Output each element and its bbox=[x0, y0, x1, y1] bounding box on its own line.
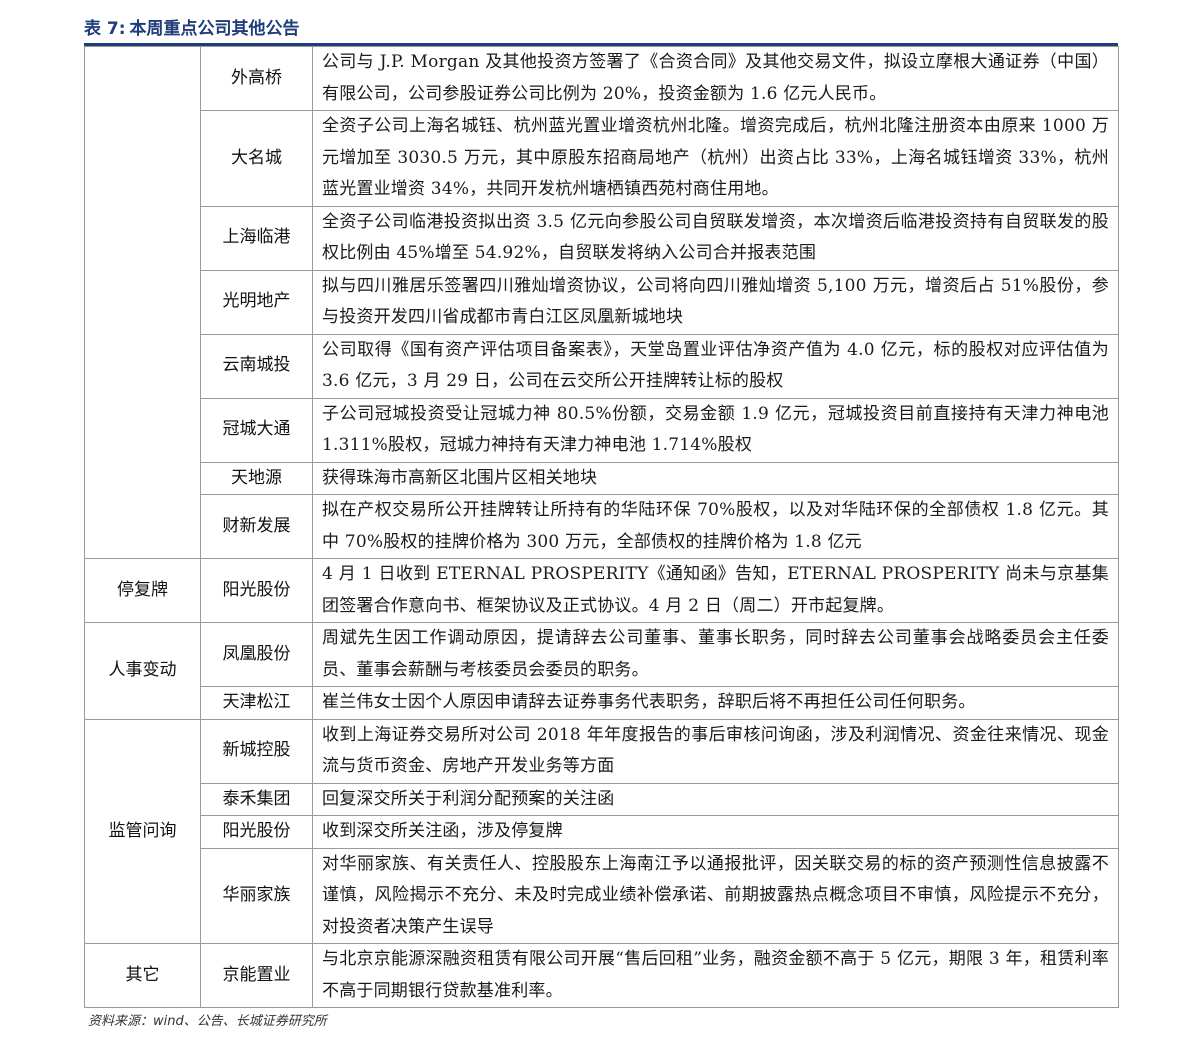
table-title-text: 本周重点公司其他公告 bbox=[129, 19, 300, 39]
description-cell: 崔兰伟女士因个人原因申请辞去证券事务代表职务，辞职后将不再担任公司任何职务。 bbox=[312, 686, 1119, 720]
category-cell: 人事变动 bbox=[84, 622, 201, 720]
category-cell bbox=[84, 46, 201, 559]
description-cell: 获得珠海市高新区北围片区相关地块 bbox=[312, 461, 1119, 495]
table-number: 表 7: bbox=[84, 19, 126, 39]
company-cell: 泰禾集团 bbox=[200, 782, 313, 816]
table-row: 冠城大通 子公司冠城投资受让冠城力神 80.5%份额，交易金额 1.9 亿元，冠… bbox=[85, 397, 1119, 463]
table-row: 华丽家族 对华丽家族、有关责任人、控股股东上海南江予以通报批评，因关联交易的标的… bbox=[85, 847, 1119, 944]
table-row: 停复牌 阳光股份 4 月 1 日收到 ETERNAL PROSPERITY《通知… bbox=[84, 558, 1119, 623]
table-row: 人事变动 凤凰股份 周斌先生因工作调动原因，提请辞去公司董事、董事长职务，同时辞… bbox=[84, 622, 1119, 720]
company-cell: 财新发展 bbox=[200, 494, 313, 559]
category-cell: 其它 bbox=[84, 943, 201, 1008]
description-cell: 收到深交所关注函，涉及停复牌 bbox=[312, 815, 1119, 849]
table-row: 财新发展 拟在产权交易所公开挂牌转让所持有的华陆环保 70%股权，以及对华陆环保… bbox=[85, 494, 1119, 559]
table-row: 泰禾集团 回复深交所关于利润分配预案的关注函 bbox=[85, 782, 1119, 816]
company-cell: 阳光股份 bbox=[200, 815, 313, 849]
description-cell: 4 月 1 日收到 ETERNAL PROSPERITY《通知函》告知，ETER… bbox=[312, 558, 1119, 623]
company-cell: 华丽家族 bbox=[200, 847, 313, 944]
announcements-table: 外高桥 公司与 J.P. Morgan 及其他投资方签署了《合资合同》及其他交易… bbox=[84, 46, 1119, 1008]
company-cell: 凤凰股份 bbox=[200, 622, 313, 687]
company-cell: 光明地产 bbox=[200, 269, 313, 335]
company-cell: 天津松江 bbox=[200, 686, 313, 720]
category-cell: 监管问询 bbox=[84, 718, 201, 944]
table-row: 光明地产 拟与四川雅居乐签署四川雅灿增资协议，公司将向四川雅灿增资 5,100 … bbox=[85, 269, 1119, 335]
description-cell: 收到上海证券交易所对公司 2018 年年度报告的事后审核问询函，涉及利润情况、资… bbox=[312, 718, 1119, 784]
table-row: 上海临港 全资子公司临港投资拟出资 3.5 亿元向参股公司自贸联发增资，本次增资… bbox=[85, 205, 1119, 271]
category-cell: 停复牌 bbox=[84, 558, 201, 623]
company-cell: 大名城 bbox=[200, 110, 313, 207]
table-row: 大名城 全资子公司上海名城钰、杭州蓝光置业增资杭州北隆。增资完成后，杭州北隆注册… bbox=[85, 110, 1119, 207]
table-title: 表 7:本周重点公司其他公告 bbox=[84, 16, 1118, 46]
description-cell: 全资子公司上海名城钰、杭州蓝光置业增资杭州北隆。增资完成后，杭州北隆注册资本由原… bbox=[312, 110, 1119, 207]
table-row: 监管问询 新城控股 收到上海证券交易所对公司 2018 年年度报告的事后审核问询… bbox=[84, 718, 1119, 944]
description-cell: 公司与 J.P. Morgan 及其他投资方签署了《合资合同》及其他交易文件，拟… bbox=[312, 46, 1119, 111]
description-cell: 全资子公司临港投资拟出资 3.5 亿元向参股公司自贸联发增资，本次增资后临港投资… bbox=[312, 205, 1119, 271]
table-row: 其它 京能置业 与北京京能源深融资租赁有限公司开展“售后回租”业务，融资金额不高… bbox=[84, 943, 1119, 1008]
description-cell: 公司取得《国有资产评估项目备案表》，天堂岛置业评估净资产值为 4.0 亿元，标的… bbox=[312, 333, 1119, 399]
description-cell: 子公司冠城投资受让冠城力神 80.5%份额，交易金额 1.9 亿元，冠城投资目前… bbox=[312, 397, 1119, 463]
description-cell: 与北京京能源深融资租赁有限公司开展“售后回租”业务，融资金额不高于 5 亿元，期… bbox=[312, 943, 1119, 1008]
company-cell: 阳光股份 bbox=[200, 558, 313, 623]
company-cell: 京能置业 bbox=[200, 943, 313, 1008]
company-cell: 云南城投 bbox=[200, 333, 313, 399]
description-cell: 回复深交所关于利润分配预案的关注函 bbox=[312, 782, 1119, 816]
table-row: 天地源 获得珠海市高新区北围片区相关地块 bbox=[85, 461, 1119, 495]
table-row: 外高桥 公司与 J.P. Morgan 及其他投资方签署了《合资合同》及其他交易… bbox=[84, 46, 1119, 559]
description-cell: 对华丽家族、有关责任人、控股股东上海南江予以通报批评，因关联交易的标的资产预测性… bbox=[312, 847, 1119, 944]
company-cell: 外高桥 bbox=[200, 46, 313, 111]
company-cell: 新城控股 bbox=[200, 718, 313, 784]
table-row: 云南城投 公司取得《国有资产评估项目备案表》，天堂岛置业评估净资产值为 4.0 … bbox=[85, 333, 1119, 399]
description-cell: 周斌先生因工作调动原因，提请辞去公司董事、董事长职务，同时辞去公司董事会战略委员… bbox=[312, 622, 1119, 687]
table-row: 天津松江 崔兰伟女士因个人原因申请辞去证券事务代表职务，辞职后将不再担任公司任何… bbox=[85, 686, 1119, 720]
table-row: 阳光股份 收到深交所关注函，涉及停复牌 bbox=[85, 815, 1119, 849]
description-cell: 拟在产权交易所公开挂牌转让所持有的华陆环保 70%股权，以及对华陆环保的全部债权… bbox=[312, 494, 1119, 559]
description-cell: 拟与四川雅居乐签署四川雅灿增资协议，公司将向四川雅灿增资 5,100 万元，增资… bbox=[312, 269, 1119, 335]
company-cell: 冠城大通 bbox=[200, 397, 313, 463]
company-cell: 天地源 bbox=[200, 461, 313, 495]
source-note: 资料来源：wind、公告、长城证券研究所 bbox=[88, 1014, 327, 1029]
company-cell: 上海临港 bbox=[200, 205, 313, 271]
